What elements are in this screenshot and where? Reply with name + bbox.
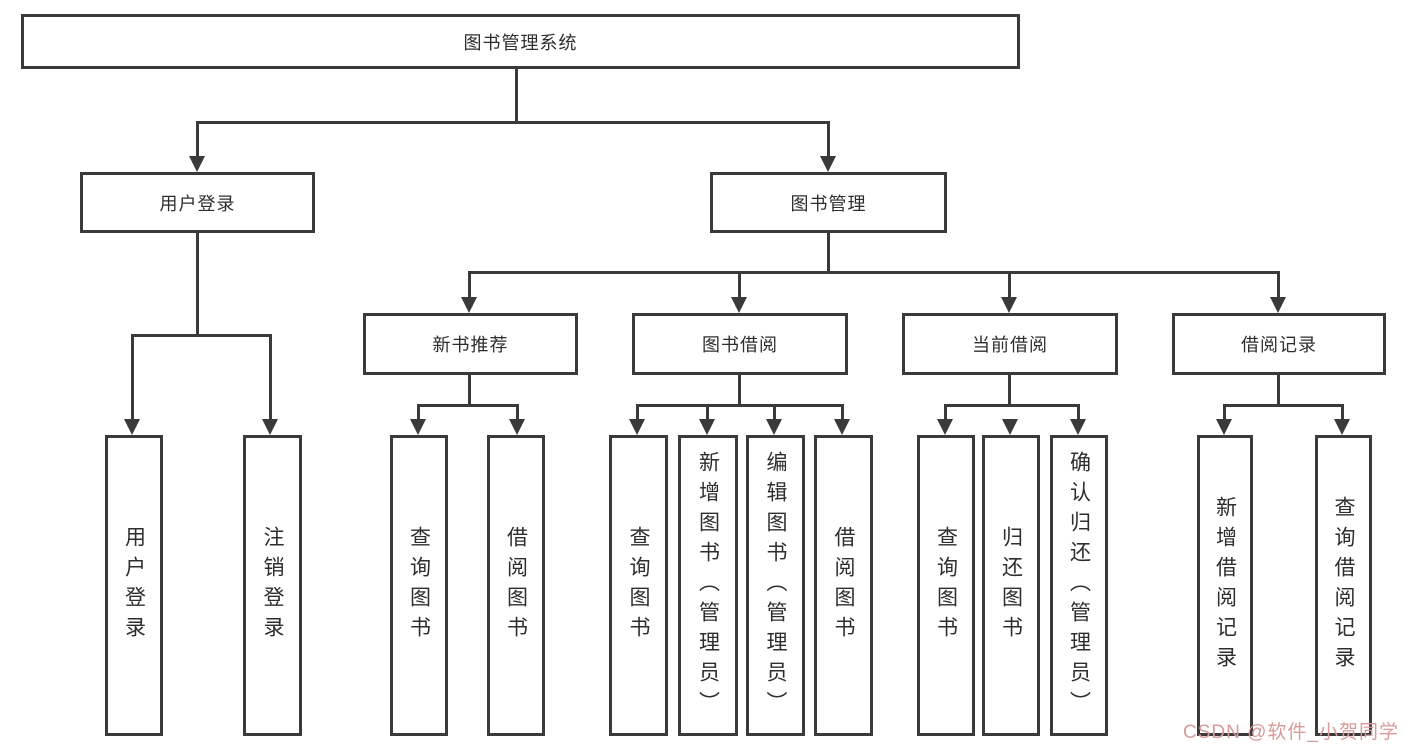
node-book-borrow-label: 图书借阅	[702, 335, 778, 355]
leaf-borrow-book-recommend-label: 借阅图书	[504, 525, 528, 646]
node-new-book-recommend-label: 新书推荐	[432, 335, 509, 355]
leaf-add-book-admin: 新增图书（管理员）	[678, 435, 738, 736]
arrow-down-icon	[1070, 419, 1086, 435]
connector-line	[944, 404, 1080, 407]
leaf-logout: 注销登录	[243, 435, 302, 736]
arrow-down-icon	[699, 419, 715, 435]
arrow-down-icon	[937, 419, 953, 435]
arrow-down-icon	[629, 419, 645, 435]
connector-line	[196, 121, 199, 159]
arrow-down-icon	[731, 297, 747, 313]
arrow-down-icon	[410, 419, 426, 435]
connector-line	[1008, 375, 1011, 407]
leaf-query-borrow-record: 查询借阅记录	[1315, 435, 1372, 736]
leaf-add-borrow-record: 新增借阅记录	[1197, 435, 1253, 736]
connector-line	[468, 375, 471, 407]
csdn-watermark: CSDN @软件_小贺同学	[1183, 722, 1399, 743]
arrow-down-icon	[834, 419, 850, 435]
leaf-borrow-book-label: 借阅图书	[832, 525, 855, 646]
connector-line	[1277, 271, 1280, 299]
connector-line	[636, 404, 844, 407]
arrow-down-icon	[262, 419, 278, 435]
leaf-edit-book-admin: 编辑图书（管理员）	[746, 435, 805, 736]
connector-line	[417, 404, 420, 421]
leaf-return-book-label: 归还图书	[999, 525, 1023, 646]
connector-line	[1341, 404, 1344, 421]
node-user-login-label: 用户登录	[159, 193, 236, 214]
leaf-query-book-current: 查询图书	[917, 435, 975, 736]
arrow-down-icon	[1001, 297, 1017, 313]
leaf-logout-label: 注销登录	[261, 525, 284, 646]
node-new-book-recommend: 新书推荐	[363, 313, 578, 375]
leaf-user-login-label: 用户登录	[122, 525, 146, 646]
node-root-label: 图书管理系统	[463, 32, 578, 53]
connector-line	[944, 404, 947, 421]
arrow-down-icon	[1216, 419, 1232, 435]
node-current-borrow-label: 当前借阅	[972, 335, 1048, 355]
node-book-management-label: 图书管理	[790, 193, 867, 214]
node-book-borrow: 图书借阅	[632, 313, 848, 375]
connector-line	[1223, 404, 1226, 421]
arrow-down-icon	[189, 156, 205, 172]
leaf-query-borrow-record-label: 查询借阅记录	[1332, 495, 1355, 676]
leaf-query-book-current-label: 查询图书	[934, 525, 958, 646]
connector-line	[515, 69, 518, 124]
leaf-edit-book-admin-label: 编辑图书（管理员）	[764, 450, 787, 721]
connector-line	[1077, 404, 1080, 421]
leaf-confirm-return-admin: 确认归还（管理员）	[1050, 435, 1108, 736]
leaf-query-book-borrow: 查询图书	[609, 435, 668, 736]
node-root: 图书管理系统	[21, 14, 1020, 69]
leaf-add-book-admin-label: 新增图书（管理员）	[696, 450, 720, 721]
connector-line	[516, 404, 519, 421]
connector-line	[131, 334, 272, 337]
arrow-down-icon	[1334, 419, 1350, 435]
connector-line	[827, 233, 830, 273]
connector-line	[706, 404, 709, 421]
connector-line	[196, 121, 830, 124]
node-current-borrow: 当前借阅	[902, 313, 1118, 375]
arrow-down-icon	[766, 419, 782, 435]
leaf-user-login: 用户登录	[105, 435, 163, 736]
connector-line	[738, 271, 741, 299]
leaf-borrow-book-recommend: 借阅图书	[487, 435, 545, 736]
leaf-borrow-book: 借阅图书	[814, 435, 873, 736]
arrow-down-icon	[1270, 297, 1286, 313]
node-borrow-records-label: 借阅记录	[1241, 335, 1317, 355]
arrow-down-icon	[1002, 419, 1018, 435]
leaf-add-borrow-record-label: 新增借阅记录	[1213, 495, 1237, 676]
leaf-query-book-borrow-label: 查询图书	[627, 525, 650, 646]
connector-line	[636, 404, 639, 421]
connector-line	[131, 334, 134, 420]
node-user-login: 用户登录	[80, 172, 315, 233]
arrow-down-icon	[509, 419, 525, 435]
leaf-query-book-recommend: 查询图书	[390, 435, 448, 736]
connector-line	[773, 404, 776, 421]
node-borrow-records: 借阅记录	[1172, 313, 1386, 375]
connector-line	[1223, 404, 1344, 407]
node-book-management: 图书管理	[710, 172, 947, 233]
connector-line	[269, 334, 272, 420]
leaf-query-book-recommend-label: 查询图书	[407, 525, 431, 646]
connector-line	[417, 404, 519, 407]
connector-line	[1277, 375, 1280, 407]
leaf-confirm-return-admin-label: 确认归还（管理员）	[1067, 450, 1091, 721]
connector-line	[468, 271, 471, 299]
connector-line	[841, 404, 844, 421]
leaf-return-book: 归还图书	[982, 435, 1040, 736]
arrow-down-icon	[820, 156, 836, 172]
arrow-down-icon	[461, 297, 477, 313]
connector-line	[827, 121, 830, 159]
connector-line	[196, 233, 199, 336]
connector-line	[468, 271, 1280, 274]
arrow-down-icon	[124, 419, 140, 435]
connector-line	[738, 375, 741, 407]
connector-line	[1008, 271, 1011, 299]
